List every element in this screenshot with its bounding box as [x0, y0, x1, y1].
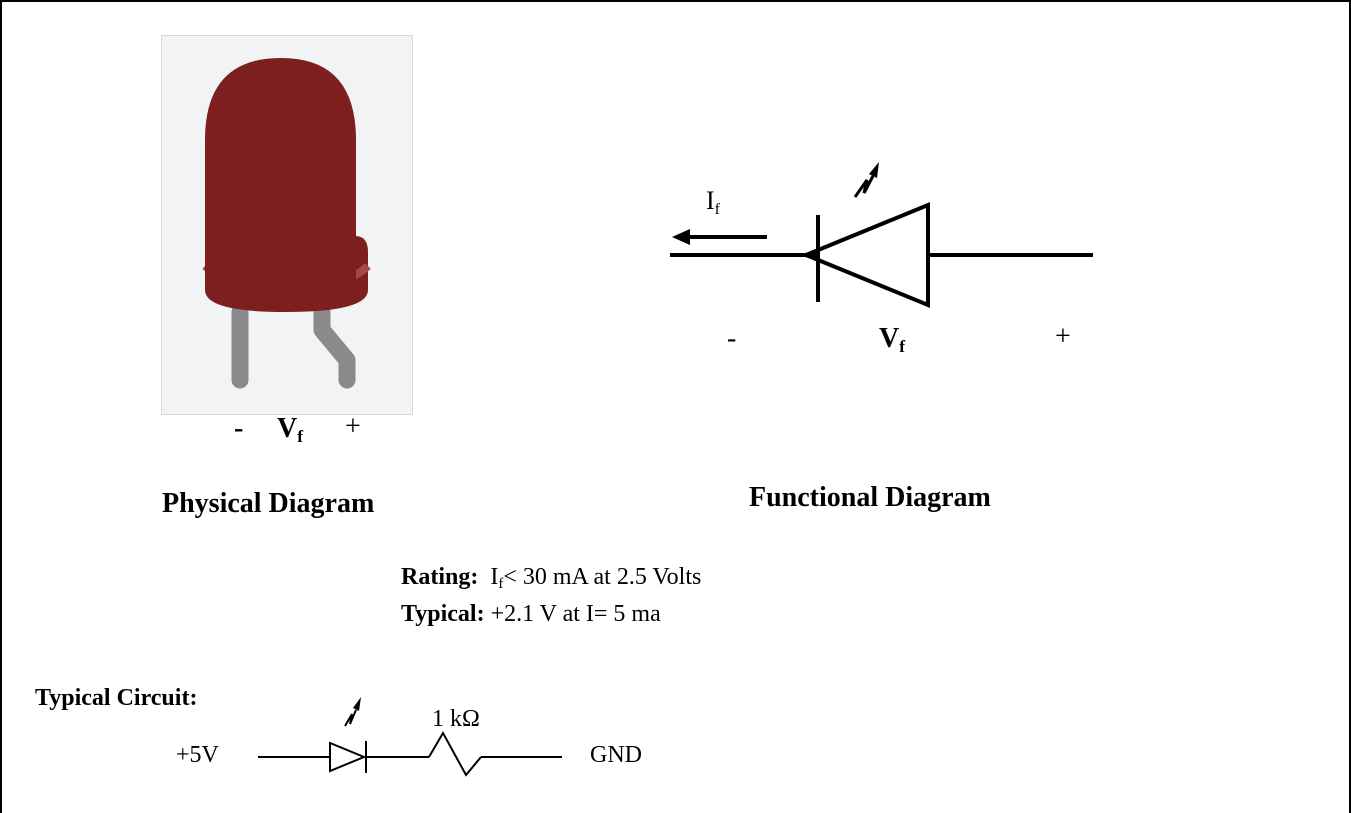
functional-neg-label: -	[727, 323, 737, 354]
physical-pos-label: +	[345, 411, 361, 442]
circuit-source-label: +5V	[176, 742, 219, 768]
circuit-emission-arrow-line	[344, 709, 357, 727]
current-arrow-head	[672, 229, 690, 245]
typical-label: Typical:	[401, 601, 485, 627]
circuit-diode-triangle	[329, 741, 367, 773]
circuit-resistor-label: 1 kΩ	[432, 706, 480, 732]
circuit-emission-arrow-head	[353, 697, 361, 711]
current-label: If	[706, 186, 721, 218]
rating-label: Rating:	[401, 564, 479, 590]
rating-text: < 30 mA at 2.5 Volts	[503, 564, 702, 590]
physical-diagram-title: Physical Diagram	[162, 488, 375, 519]
emission-arrow-line	[853, 175, 875, 198]
circuit-title: Typical Circuit:	[35, 685, 198, 711]
functional-pos-label: +	[1055, 321, 1071, 352]
rating-line: Rating: If< 30 mA at 2.5 Volts	[401, 564, 702, 593]
functional-diagram-title: Functional Diagram	[749, 482, 991, 513]
typical-text: +2.1 V at I= 5 ma	[490, 601, 661, 627]
diode-triangle	[800, 202, 930, 308]
physical-vf-label: Vf	[277, 413, 304, 446]
functional-vf-label: Vf	[879, 323, 906, 356]
circuit-ground-label: GND	[590, 742, 642, 768]
typical-line: Typical: +2.1 V at I= 5 ma	[401, 601, 661, 628]
led-dome	[205, 58, 356, 296]
led-anode-lead	[313, 303, 356, 389]
physical-neg-label: -	[234, 413, 244, 444]
circuit-resistor	[428, 730, 482, 777]
emission-arrow-head	[869, 162, 879, 178]
